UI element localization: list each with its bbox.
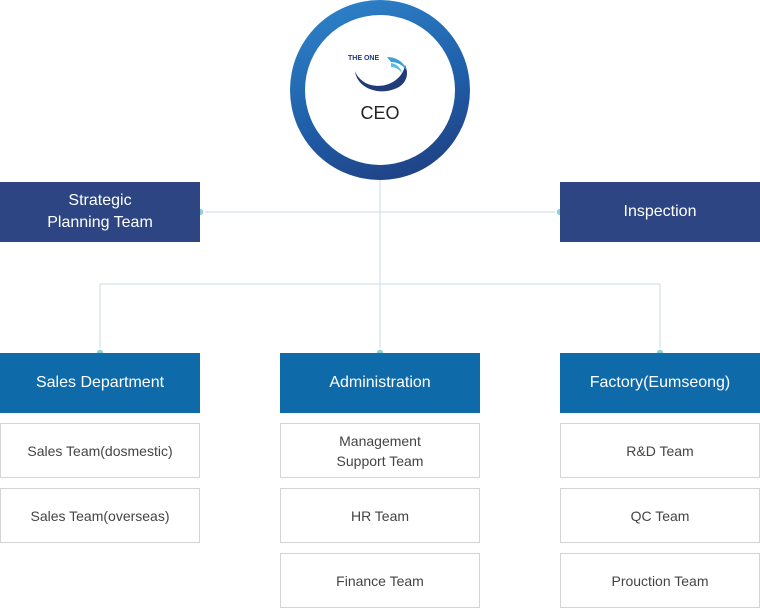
inspection-box: Inspection: [560, 182, 760, 242]
logo-text: THE ONE: [348, 55, 380, 62]
factory-label: Factory(Eumseong): [589, 374, 731, 391]
hr-team-box: HR Team: [280, 488, 480, 543]
ceo-circle: THE ONE CEO: [305, 15, 455, 165]
sales-department-label: Sales Department: [35, 374, 165, 391]
strategic-planning-team-label: Strategic Planning Team: [47, 192, 153, 231]
team-label: HR Team: [350, 507, 410, 524]
inspection-label: Inspection: [623, 203, 697, 220]
team-label: Finance Team: [336, 572, 424, 589]
team-label: Sales Team(overseas): [30, 507, 170, 524]
administration-label: Administration: [329, 374, 431, 391]
team-label: Prouction Team: [611, 572, 709, 589]
sales-team-domestic-box: Sales Team(dosmestic): [0, 423, 200, 478]
ceo-node: THE ONE CEO: [290, 0, 470, 180]
company-logo: THE ONE: [347, 49, 413, 101]
sales-team-overseas-box: Sales Team(overseas): [0, 488, 200, 543]
sales-department-box: Sales Department: [0, 353, 200, 413]
rd-team-box: R&D Team: [560, 423, 760, 478]
ceo-label: CEO: [360, 103, 400, 123]
administration-box: Administration: [280, 353, 480, 413]
team-label: R&D Team: [626, 442, 694, 459]
team-label: Management Support Team: [336, 432, 424, 469]
team-label: Sales Team(dosmestic): [27, 442, 173, 459]
management-support-team-box: Management Support Team: [280, 423, 480, 478]
team-label: QC Team: [630, 507, 690, 524]
wave-logo-icon: [355, 57, 407, 92]
production-team-box: Prouction Team: [560, 553, 760, 608]
qc-team-box: QC Team: [560, 488, 760, 543]
finance-team-box: Finance Team: [280, 553, 480, 608]
strategic-planning-team-box: Strategic Planning Team: [0, 182, 200, 242]
factory-box: Factory(Eumseong): [560, 353, 760, 413]
